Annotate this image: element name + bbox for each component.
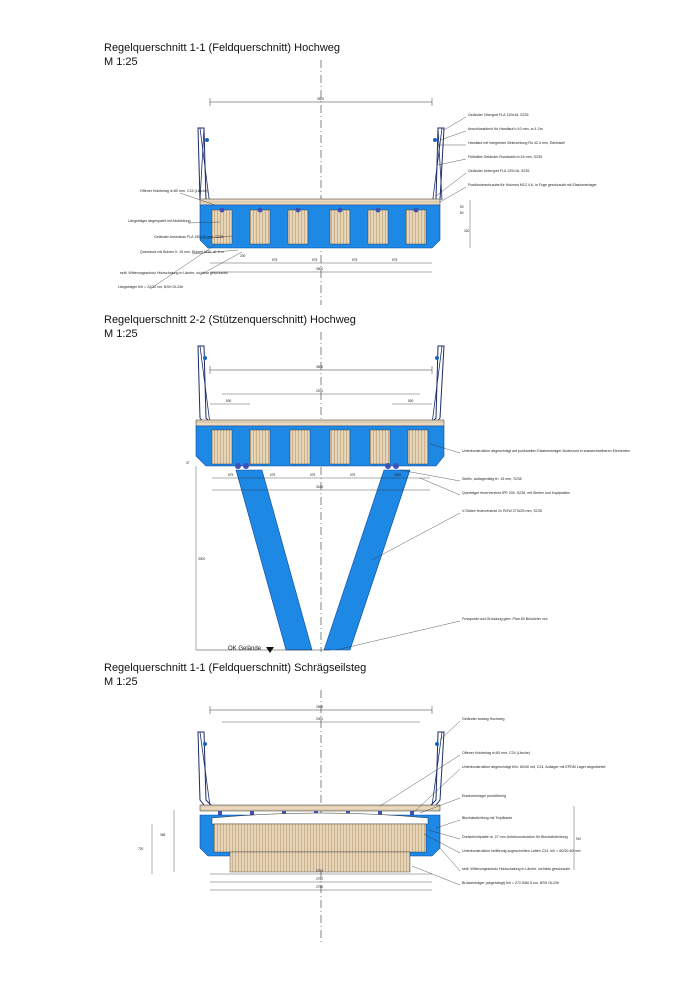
s3-note-r3: Elastomerlager punktförmig [462, 794, 506, 798]
s2-note-r1: Stelfix, auflagemittig tf= 15 mm, S235 [462, 477, 522, 481]
s2-ground-marker [266, 647, 274, 653]
s1-dim-i: 50 [460, 205, 464, 209]
s2-dim-f: 37 [186, 461, 190, 465]
s3-dim-top: 2500 [316, 705, 323, 709]
s2-dim-c: 675 [270, 473, 276, 477]
s1-note-r1: Anschlussblech für Handlauf t=10 mm, a=1… [468, 127, 543, 131]
s3-note-r4: Blechabdichtung mit Tropfkante [462, 816, 512, 820]
s1-dim-j: 80 [460, 211, 464, 215]
s3-deck [199, 804, 441, 812]
section1-title: Regelquerschnitt 1-1 (Feldquerschnitt) H… [104, 42, 341, 54]
s1-dim-total: 3500 [316, 267, 323, 271]
s1-right-notes: Geländer Obergurt FLA 120x16, S235 Ansch… [435, 113, 597, 203]
s2-v-strut-left [235, 469, 313, 651]
s1-note-l2: Geländer Anschluss FLA 150x10 mm, S235 [154, 235, 224, 239]
s1-dim-h: 320 [464, 229, 470, 233]
s2-right-notes: Unterkonstruktion abgeschrägt auf punktu… [335, 443, 630, 651]
s1-note-r0: Geländer Obergurt FLA 120x16, S235 [468, 113, 529, 117]
section1-scale: M 1:25 [104, 56, 138, 68]
s1-dim-c: 675 [312, 258, 318, 262]
s3-note-r0: Geländer analog Hochweg [462, 717, 505, 721]
s1-beams [211, 209, 427, 245]
section1-drawing: 3500 200 675 675 67 [118, 97, 597, 290]
s3-dim-d: 720 [138, 847, 144, 851]
s3-girder-lower [229, 851, 411, 873]
s2-note-r2: Querträger feuerverzinkt IPE 200, S235, … [462, 491, 570, 495]
s3-note-r8: Brückenträger (abgehängt) b/h = 272.5/80… [462, 881, 559, 885]
section3-scale: M 1:25 [104, 676, 138, 688]
s2-v-strut-right [323, 469, 411, 651]
s3-dim-b: 2750 [316, 877, 323, 881]
s3-note-r1: Offener Holzbelag d=80 mm, C24 (Lärche) [462, 751, 530, 755]
s1-note-l5: Längsträger b/h = 22/32 cm, BSH GL24h [118, 285, 183, 289]
s1-dim-e: 675 [392, 258, 398, 262]
s1-note-l1: Längsträger abgespatet mit Abdichtung [128, 219, 191, 223]
section3-title: Regelquerschnitt 1-1 (Feldquerschnitt) S… [104, 662, 367, 674]
s2-dim-top: 3500 [316, 365, 323, 369]
s1-left-notes: Offener Holzbelag d=80 mm, C24 (Lärche) … [118, 189, 243, 290]
section3-drawing: 2500 2000 2750 2750 2750 720 365 910 [138, 705, 606, 891]
s1-note-r4: Geländer Untergurt FLA 120x16, S235 [468, 169, 529, 173]
s2-ground-label: OK Gelände [228, 646, 262, 652]
s3-note-r2: Unterkonstruktion abgeschrägt b/h= 60/40… [462, 765, 606, 769]
s2-dim-a: 3150 [394, 473, 401, 477]
s2-dim-b: 675 [228, 473, 234, 477]
s3-note-r7: seitl. Witterungsschutz Holzschalung in … [462, 867, 570, 871]
s2-deck [195, 419, 445, 427]
s2-dim-height: 3000 [198, 557, 205, 561]
s1-dim-a: 200 [240, 254, 246, 258]
s2-note-r0: Unterkonstruktion abgeschrägt auf punktu… [462, 449, 630, 453]
s3-dim-e: 365 [160, 833, 166, 837]
s2-dim-inner: 2200 [316, 389, 323, 393]
s2-dim-d: 675 [310, 473, 316, 477]
s2-dim-total: 3160 [316, 485, 323, 489]
s2-dim-l: 500 [226, 399, 232, 403]
s1-dim-d: 675 [352, 258, 358, 262]
s1-deck [199, 198, 441, 206]
s2-note-r4: Fusspunkt und Gründung gem. Plan 83 Brüc… [462, 617, 548, 621]
s3-dim-inner: 2000 [316, 717, 323, 721]
s1-note-r2: Handlauf mit integrierter Beleuchtung Ro… [468, 141, 565, 145]
s2-beams [211, 429, 429, 465]
s2-dim-r: 500 [408, 399, 414, 403]
section2-scale: M 1:25 [104, 328, 138, 340]
s2-dim-e: 675 [350, 473, 356, 477]
s1-note-l0: Offener Holzbelag d=80 mm, C24 (Lärche) [140, 189, 208, 193]
s1-dim-b: 675 [272, 258, 278, 262]
section2-drawing: 3500 2200 500 500 3150 [186, 345, 630, 653]
s2-blue-box [195, 425, 445, 467]
s3-dim-f: 910 [576, 837, 582, 841]
s3-keil [211, 812, 429, 825]
s3-dim-a: 2750 [316, 869, 323, 873]
s1-note-r3: Füllstäbe Geländer Rundstahl d=16 mm, S2… [468, 155, 542, 159]
s1-blue-box [199, 204, 441, 249]
s1-note-r5: Positionierschraube für Holzrost M12 4.6… [468, 183, 597, 187]
s3-note-r6: Unterkonstruktion keilförmig zugeschnitt… [462, 849, 581, 853]
s1-dim-top: 3500 [317, 97, 324, 101]
s3-note-r5: Dreischichtplatte d= 27 mm Unterkonstruk… [462, 835, 568, 839]
s3-girder [213, 823, 427, 853]
s2-note-r3: V-Stütze feuerverzinkt 2x RGW 273x25 mm,… [462, 509, 542, 513]
section2-title: Regelquerschnitt 2-2 (Stützenquerschnitt… [104, 314, 356, 326]
s3-right-notes: Geländer analog Hochweg Offener Holzbela… [379, 717, 606, 886]
s1-note-l3: Querstock mit Bolzen h: 15 mm, Bolzen M3… [140, 250, 224, 254]
s3-dim-c: 2750 [316, 885, 323, 889]
